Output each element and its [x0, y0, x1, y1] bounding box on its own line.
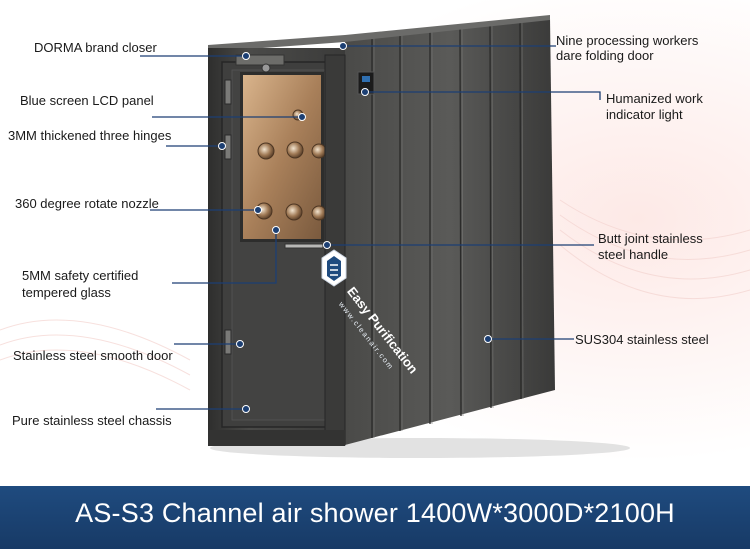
label-sus304: SUS304 stainless steel — [575, 332, 709, 347]
label-folding-door-line1: Nine processing workers — [556, 33, 699, 48]
label-handle-line2: steel handle — [598, 247, 669, 262]
leader-lines — [140, 45, 601, 410]
logo-badge — [321, 249, 347, 287]
label-glass-line1: 5MM safety certified — [22, 268, 139, 283]
side-seams — [371, 21, 522, 438]
door-closer — [235, 54, 285, 66]
hinges — [224, 79, 232, 355]
side-panel — [345, 18, 555, 445]
label-indicator-line1: Humanized work — [606, 91, 703, 106]
door-pillar — [324, 54, 346, 446]
label-indicator-line2: indicator light — [606, 107, 683, 122]
label-folding-door-line2: dare folding door — [556, 48, 654, 63]
door-handle — [284, 243, 324, 249]
label-lcd-panel: Blue screen LCD panel — [20, 93, 154, 108]
tempered-glass — [243, 75, 321, 239]
label-smooth-door: Stainless steel smooth door — [13, 348, 173, 363]
label-dorma-closer: DORMA brand closer — [34, 40, 157, 55]
title-banner — [0, 486, 750, 549]
label-hinges: 3MM thickened three hinges — [8, 128, 172, 143]
banner-title: AS-S3 Channel air shower 1400W*3000D*210… — [75, 498, 675, 528]
chassis — [208, 430, 345, 446]
label-glass-line2: tempered glass — [22, 285, 111, 300]
top-edge — [208, 15, 550, 52]
label-nozzle: 360 degree rotate nozzle — [15, 196, 159, 211]
label-chassis: Pure stainless steel chassis — [12, 413, 172, 428]
leader-dots — [218, 42, 492, 413]
label-handle-line1: Butt joint stainless — [598, 231, 703, 246]
